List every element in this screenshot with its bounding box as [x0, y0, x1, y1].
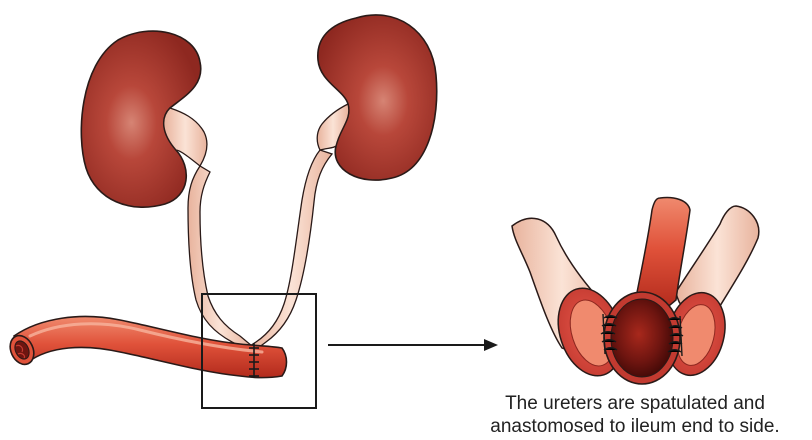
anastomosis-detail [512, 198, 759, 385]
right-arrow-icon [328, 339, 498, 351]
caption-line-2: anastomosed to ileum end to side. [470, 415, 800, 438]
diagram-caption: The ureters are spatulated and anastomos… [470, 392, 800, 438]
ileum-segment [14, 317, 287, 378]
right-kidney [318, 15, 437, 180]
left-ureter [188, 166, 252, 348]
caption-line-1: The ureters are spatulated and [470, 392, 800, 415]
right-ureter [250, 150, 332, 348]
